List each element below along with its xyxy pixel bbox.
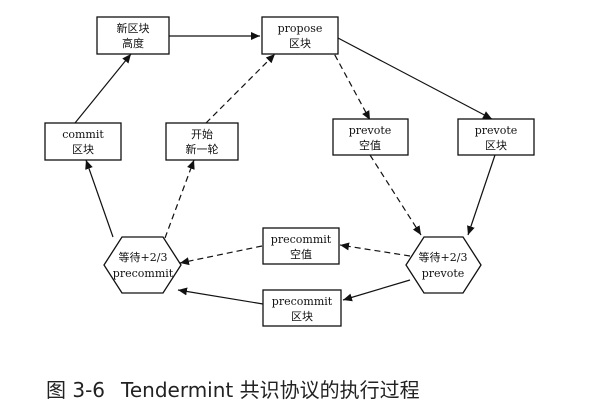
node-commit-block: commit 区块	[44, 122, 122, 161]
svg-text:开始: 开始	[191, 127, 213, 141]
svg-text:等待+2/3: 等待+2/3	[419, 250, 468, 264]
svg-text:区块: 区块	[485, 139, 507, 152]
node-precommit-empty: precommit 空值	[262, 227, 340, 265]
svg-text:空值: 空值	[359, 138, 381, 152]
svg-text:precommit: precommit	[271, 233, 332, 246]
svg-text:prevote: prevote	[422, 267, 465, 280]
edge-propose-to-prevote-block	[337, 37, 493, 120]
svg-text:precommit: precommit	[272, 295, 333, 308]
edge-propose-to-prevote-empty	[329, 45, 371, 121]
edge-wait-precommit-to-commit	[85, 159, 114, 238]
edge-newround-to-propose	[205, 53, 276, 124]
node-precommit-block: precommit 区块	[262, 289, 342, 327]
edge-wait-prevote-to-precommit-block	[342, 279, 411, 302]
edge-precommit-block-to-wait-precommit	[177, 287, 264, 305]
svg-text:区块: 区块	[291, 310, 313, 323]
figure-number: 图 3-6	[46, 378, 106, 402]
edge-prevote-block-to-wait-prevote	[467, 154, 496, 236]
svg-text:prevote: prevote	[475, 124, 518, 137]
node-wait-prevote: 等待+2/3 prevote	[405, 236, 482, 294]
figure-title: Tendermint 共识协议的执行过程	[121, 378, 420, 402]
svg-text:等待+2/3: 等待+2/3	[119, 250, 168, 264]
edge-prevote-empty-to-wait-prevote	[369, 154, 422, 236]
svg-text:commit: commit	[62, 128, 104, 141]
svg-text:区块: 区块	[289, 37, 311, 50]
svg-text:高度: 高度	[122, 36, 144, 50]
svg-text:空值: 空值	[290, 247, 312, 261]
node-new-block-height: 新区块 高度	[96, 16, 170, 55]
edge-commit-to-newheight	[74, 53, 132, 124]
svg-text:新区块: 新区块	[117, 21, 150, 35]
figure-caption: 图 3-6 Tendermint 共识协议的执行过程	[46, 374, 420, 403]
node-propose-block: propose 区块	[261, 16, 339, 55]
node-prevote-block: prevote 区块	[457, 118, 535, 156]
node-wait-precommit: 等待+2/3 precommit	[103, 236, 182, 294]
node-prevote-empty: prevote 空值	[332, 118, 409, 156]
svg-text:区块: 区块	[72, 143, 94, 156]
edge-wait-prevote-to-precommit-empty	[339, 242, 411, 257]
edge-precommit-empty-to-wait-precommit	[179, 245, 263, 266]
svg-text:prevote: prevote	[349, 124, 392, 137]
edge-wait-precommit-to-newround	[164, 159, 195, 239]
svg-text:新一轮: 新一轮	[186, 142, 219, 156]
node-start-new-round: 开始 新一轮	[165, 122, 239, 161]
svg-text:propose: propose	[278, 22, 323, 35]
svg-text:precommit: precommit	[113, 267, 174, 280]
